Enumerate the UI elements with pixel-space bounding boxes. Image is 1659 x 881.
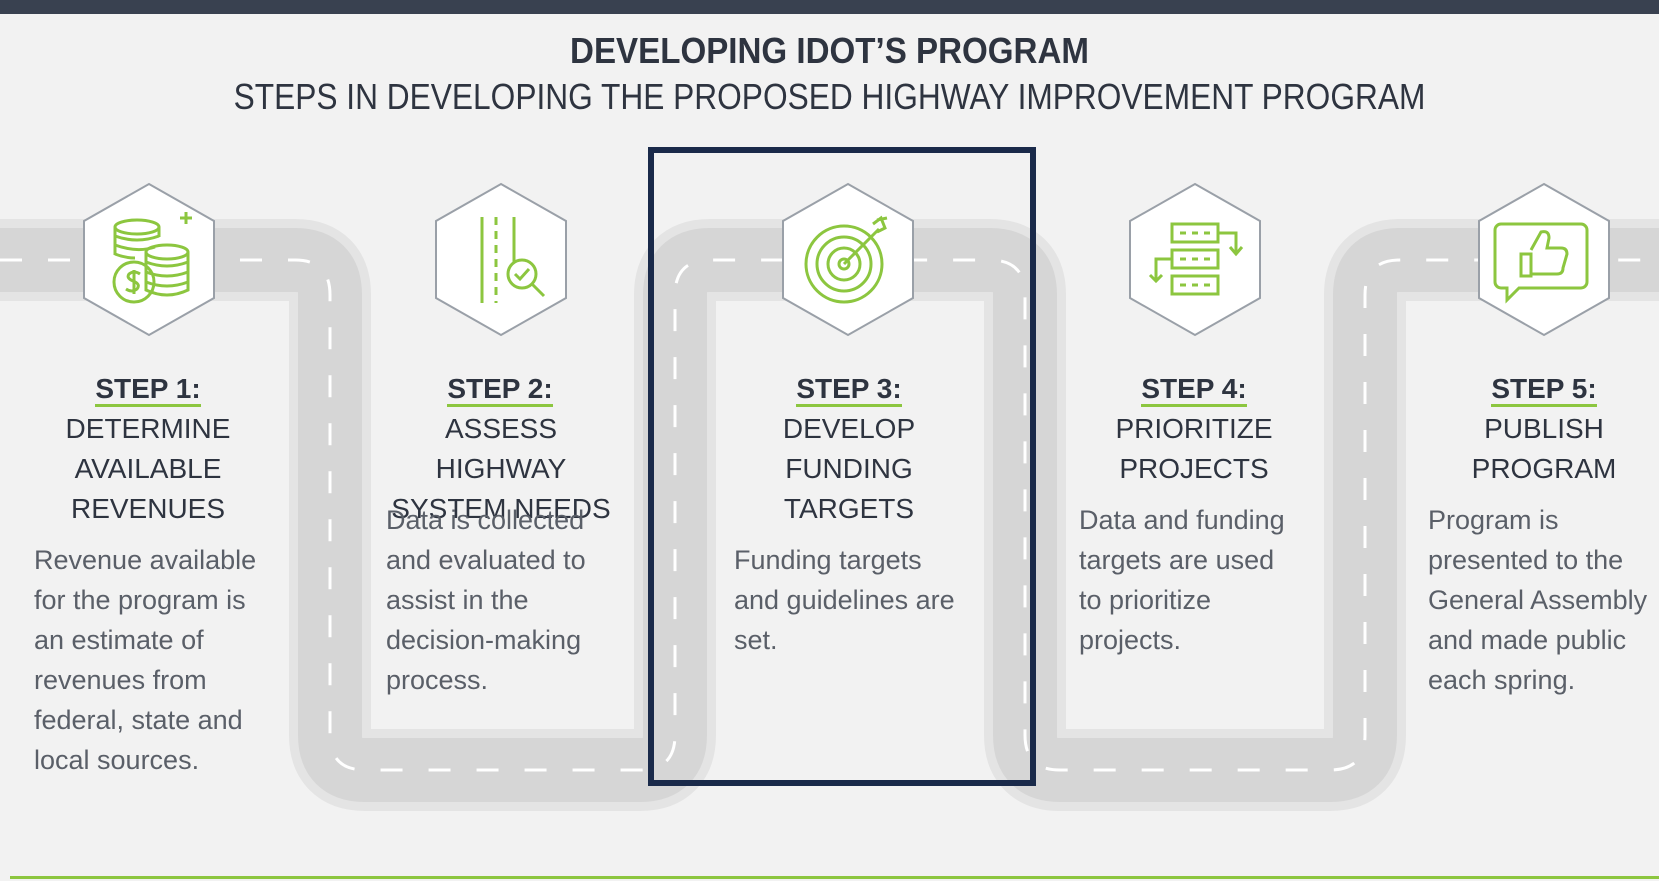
step-5-description: Program is presented to the General Asse… [1428,505,1648,695]
prioritize-list-icon [1128,182,1262,337]
step-2-title: ASSESS HIGHWAY SYSTEM NEEDS [391,413,611,524]
bottom-accent-rule [10,876,1659,879]
page-subtitle: STEPS IN DEVELOPING THE PROPOSED HIGHWAY… [233,76,1426,117]
step-4-label: STEP 4: [1114,369,1274,409]
step-5-label: STEP 5: [1464,369,1624,409]
step-4-title: PRIORITIZE PROJECTS [1115,413,1273,484]
road-magnifier-check-icon [434,182,568,337]
step-4-description: Data and funding targets are used to pri… [1079,505,1285,655]
target-arrow-icon [781,182,915,337]
top-bar [0,0,1659,14]
step-1-label: STEP 1: [68,369,228,409]
thumbs-up-speech-icon [1477,182,1611,337]
step-3-description: Funding targets and guidelines are set. [734,545,955,655]
step-3-label: STEP 3: [769,369,929,409]
step-1-title: DETERMINE AVAILABLE REVENUES [65,413,231,524]
step-3-title: DEVELOP FUNDING TARGETS [782,413,916,524]
step-1-description: Revenue available for the program is an … [34,545,257,775]
step-2-description: Data is collected and evaluated to assis… [386,505,586,695]
step-3-highlight-frame [648,147,1036,786]
page-title: DEVELOPING IDOT’S PROGRAM [570,30,1089,71]
step-5-title: PUBLISH PROGRAM [1471,413,1617,484]
coins-dollar-icon [82,182,216,337]
step-2-label: STEP 2: [420,369,580,409]
